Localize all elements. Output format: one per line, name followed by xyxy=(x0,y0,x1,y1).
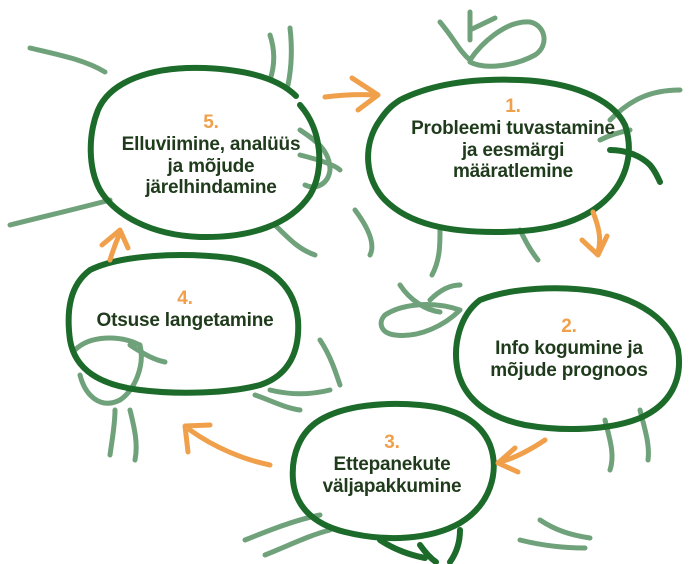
twig xyxy=(430,285,460,300)
twig xyxy=(440,22,544,66)
twig xyxy=(265,530,330,555)
twig xyxy=(381,305,460,336)
twig xyxy=(288,28,291,85)
twig xyxy=(110,410,115,455)
twig xyxy=(355,210,372,255)
step-1: 1. Probleemi tuvastamine ja eesmärgi mää… xyxy=(378,96,648,182)
twig xyxy=(540,520,590,538)
twig xyxy=(255,395,300,410)
twig xyxy=(520,540,585,548)
step-1-number: 1. xyxy=(378,96,648,117)
step-2: 2. Info kogumine ja mõjude prognoos xyxy=(458,316,680,381)
step-3-label: Ettepanekute väljapakkumine xyxy=(292,454,492,497)
twig xyxy=(130,345,165,362)
twig xyxy=(470,18,495,30)
step-4: 4. Otsuse langetamine xyxy=(70,288,300,332)
twig xyxy=(432,230,440,275)
arrow-4-to-5 xyxy=(102,230,128,260)
step-2-label: Info kogumine ja mõjude prognoos xyxy=(458,338,680,381)
step-4-label: Otsuse langetamine xyxy=(70,310,300,331)
step-5: 5. Elluviimine, analüüs ja mõjude järelh… xyxy=(96,112,326,198)
arrow-5-to-1 xyxy=(325,78,378,110)
twig xyxy=(130,410,136,460)
twig xyxy=(30,48,105,72)
arrow-2-to-3 xyxy=(498,440,545,472)
step-3-number: 3. xyxy=(292,432,492,453)
twig xyxy=(270,390,330,394)
arrow-3-to-4 xyxy=(185,425,270,465)
node-3-roots xyxy=(450,530,460,562)
twig xyxy=(275,225,315,255)
twig xyxy=(10,200,110,225)
arrow-1-to-2 xyxy=(582,212,607,255)
step-5-number: 5. xyxy=(96,112,326,133)
step-4-number: 4. xyxy=(70,288,300,309)
twig xyxy=(520,230,538,260)
step-1-label: Probleemi tuvastamine ja eesmärgi määrat… xyxy=(378,118,648,182)
step-5-label: Elluviimine, analüüs ja mõjude järelhind… xyxy=(96,134,326,198)
twig xyxy=(270,35,274,80)
twig xyxy=(320,340,340,385)
step-3: 3. Ettepanekute väljapakkumine xyxy=(292,432,492,497)
step-2-number: 2. xyxy=(458,316,680,337)
